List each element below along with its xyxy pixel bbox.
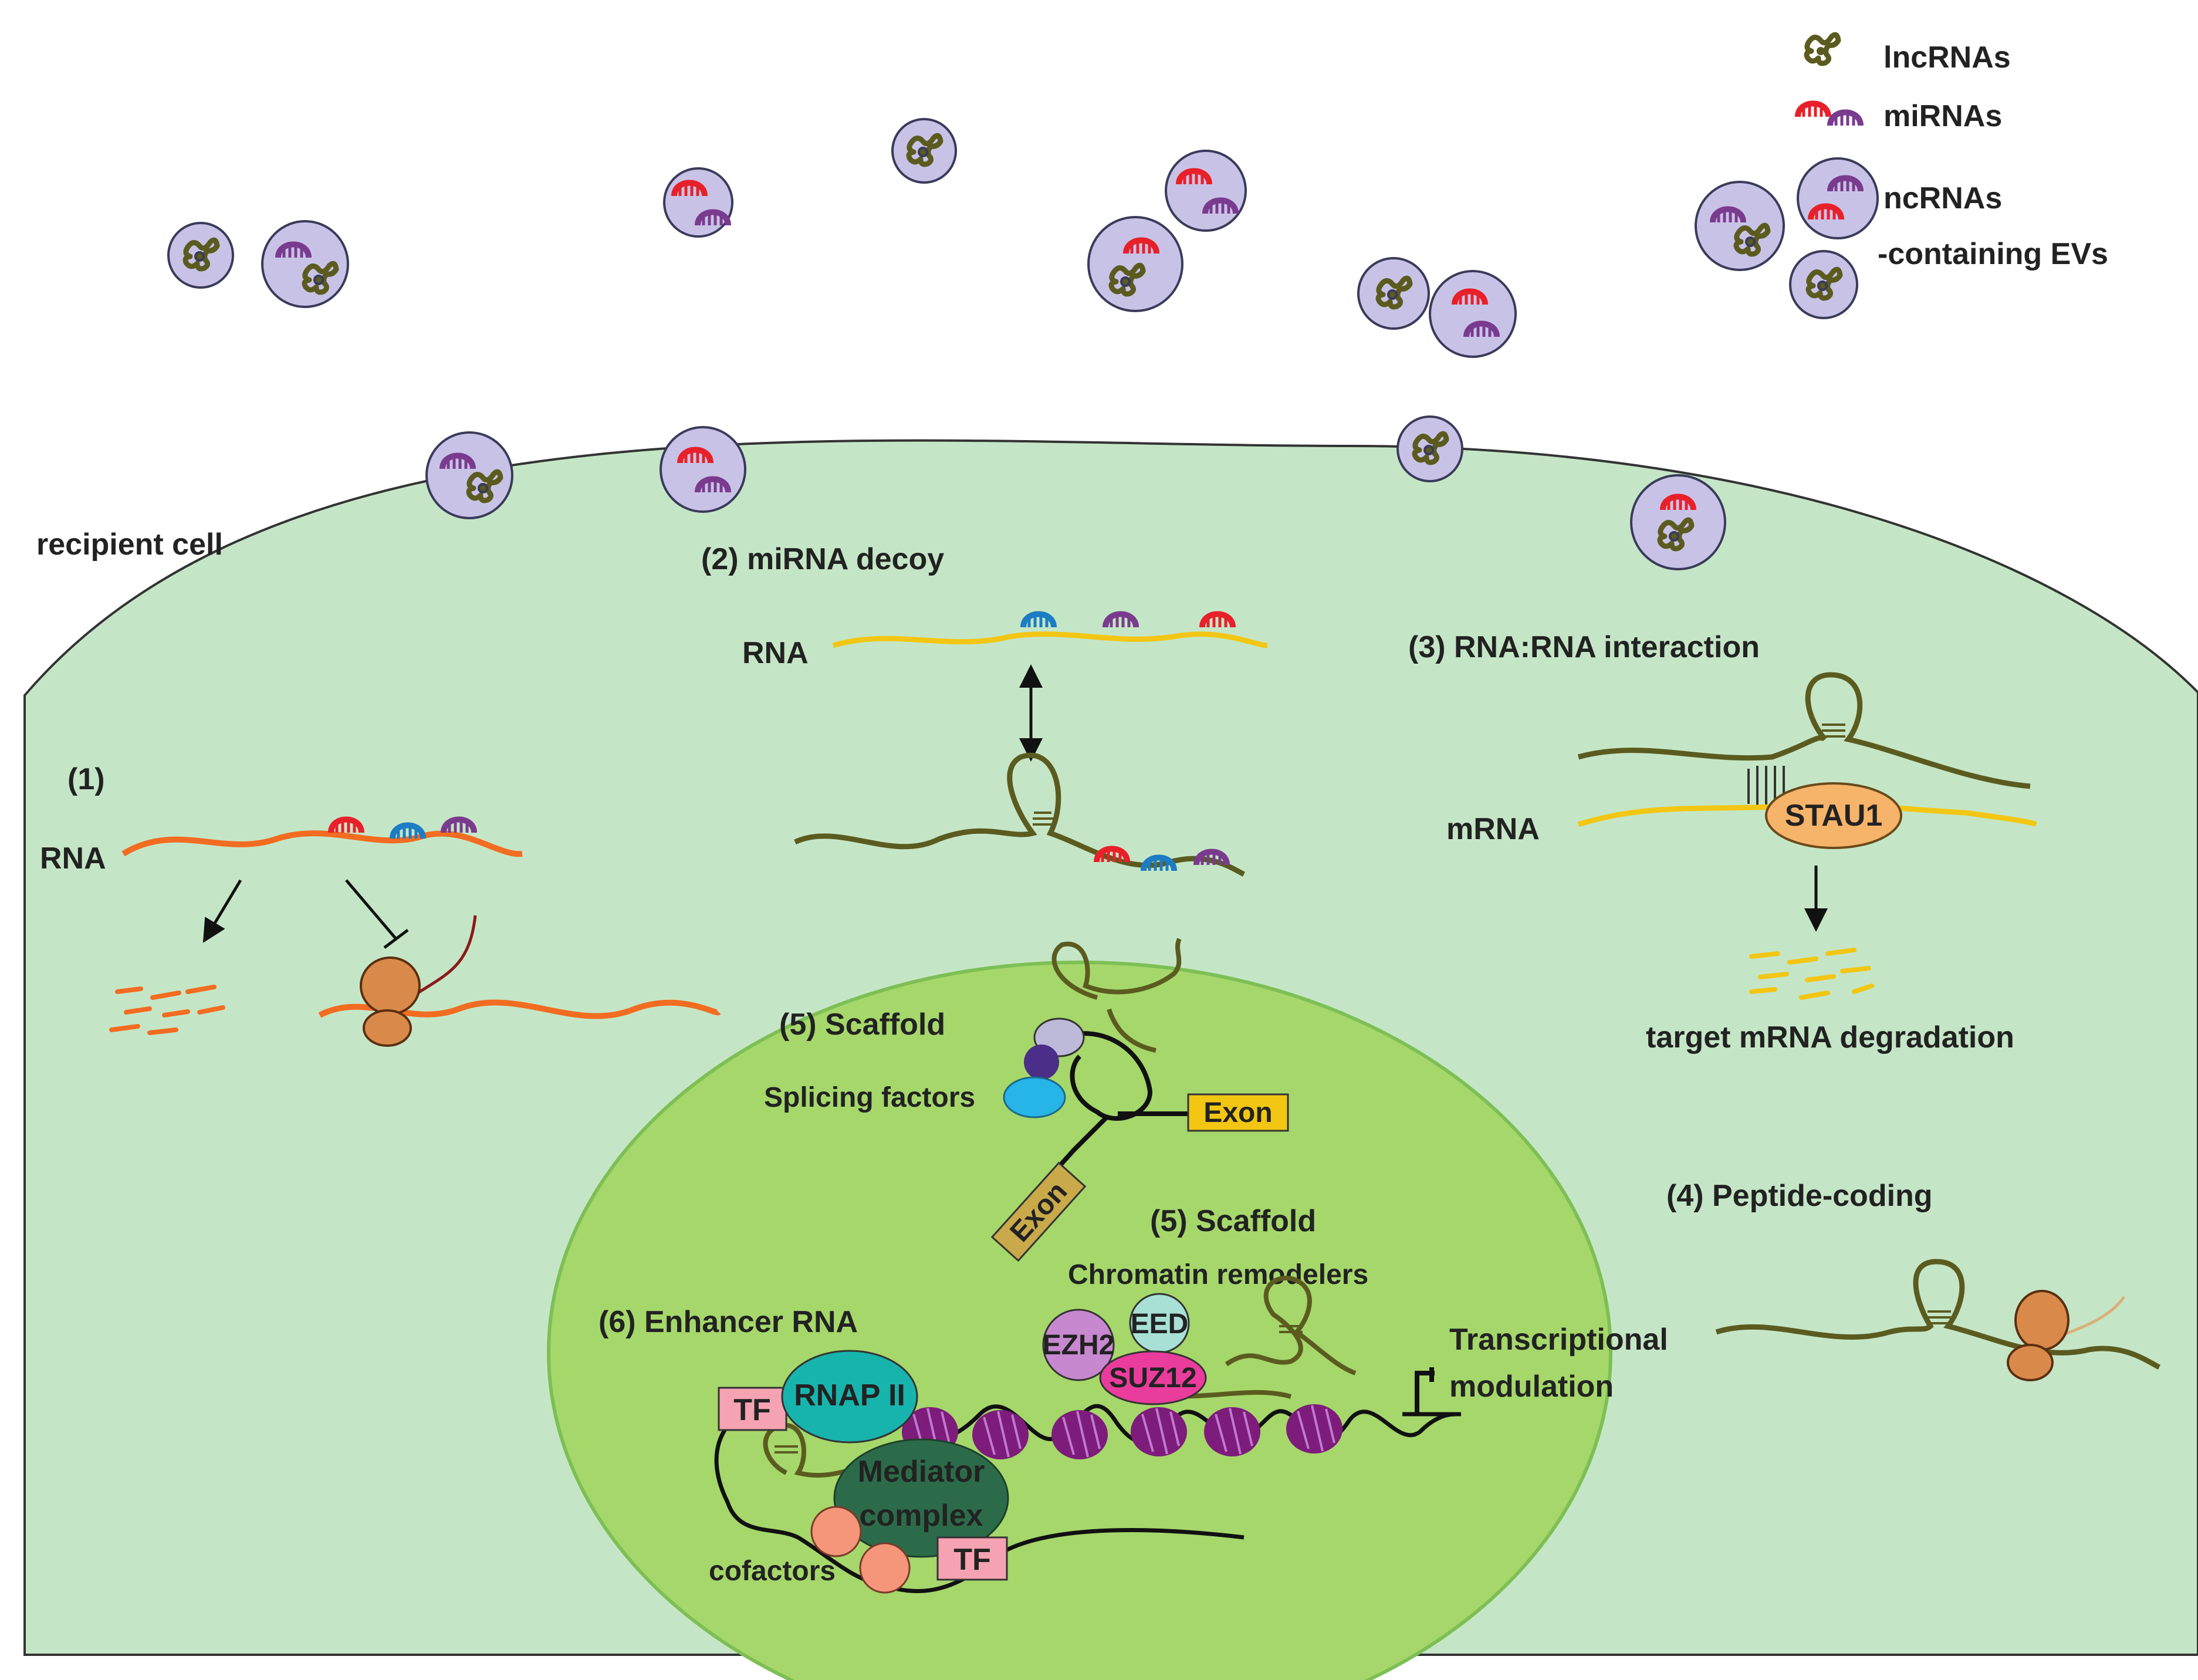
tf-label-2: TF [953, 1543, 991, 1577]
nucleosome-icon [971, 1409, 1030, 1461]
chromatin-remodelers-label: Chromatin remodelers [1068, 1259, 1368, 1290]
ev-vesicle-icon [891, 118, 957, 184]
nucleosome-icon [1285, 1403, 1344, 1455]
ev-vesicle-icon [1165, 150, 1247, 232]
legend-lncrnas: lncRNAs [1883, 40, 2011, 75]
modulation-label: modulation [1449, 1370, 1614, 1404]
degradation-label: target mRNA degradation [1646, 1020, 2014, 1054]
ezh2-protein [1042, 1309, 1115, 1381]
recipient-cell-label: recipient cell [36, 528, 223, 562]
ev-vesicle-icon [1630, 474, 1726, 570]
tf-label-1: TF [733, 1393, 771, 1427]
legend-ev-line1: ncRNAs [1883, 181, 2002, 215]
p1-rna-label: RNA [40, 841, 106, 876]
tf-box-1 [718, 1387, 787, 1431]
p5a-title: (5) Scaffold [779, 1008, 945, 1042]
cofactors-label: cofactors [709, 1556, 836, 1587]
cofactor-1 [810, 1506, 862, 1557]
p3-title: (3) RNA:RNA interaction [1408, 630, 1760, 664]
ribosome-icon [360, 956, 421, 1047]
p4-title: (4) Peptide-coding [1666, 1179, 1933, 1213]
degraded-mrna-fragments [1749, 948, 1874, 1000]
nucleosome-icon [1130, 1406, 1188, 1458]
panel-6-enhancer: (6) Enhancer RNA TF RNAP II Mediator com… [598, 1305, 1245, 1594]
nucleosome-icon [1050, 1409, 1109, 1461]
exon-label-1: Exon [1203, 1097, 1272, 1128]
splicing-factor-blue [1003, 1076, 1066, 1118]
ev-vesicle-icon [1789, 250, 1858, 319]
legend: lncRNAs miRNAs ncRNAs -containing EVs [1798, 35, 2108, 271]
mediator-complex [833, 1438, 1009, 1558]
rnap-ii [781, 1350, 918, 1444]
panel-5-chromatin: (5) Scaffold Chromatin remodelers Transc… [896, 1204, 1668, 1461]
p1-rna-strand [121, 830, 523, 857]
ev-vesicle-icon [1429, 270, 1517, 358]
degraded-rna-fragments [109, 985, 225, 1035]
p2-title: (2) miRNA decoy [701, 542, 944, 576]
legend-ev-line2: -containing EVs [1878, 237, 2108, 271]
nucleosome-icon [1203, 1406, 1262, 1458]
tf-box-2 [936, 1536, 1008, 1581]
ev-vesicle-icon [1357, 257, 1430, 330]
rnap-label: RNAP II [794, 1378, 905, 1412]
panel-1: (1) RNA [40, 762, 721, 1047]
ev-vesicle-icon [1396, 415, 1463, 482]
extracellular-vesicles [167, 118, 1879, 570]
ev-vesicle-icon [1797, 157, 1879, 239]
mirna-icon [1798, 104, 1861, 126]
cofactor-2 [859, 1542, 911, 1594]
eed-label: EED [1131, 1309, 1189, 1340]
lncrna-icon [1807, 35, 1838, 63]
ev-vesicle-icon [663, 167, 733, 238]
p2-rna-label: RNA [742, 636, 809, 670]
splicing-factor-purple [1024, 1044, 1059, 1080]
mediator-label-1: Mediator [858, 1455, 985, 1489]
p1-number: (1) [67, 762, 105, 796]
ezh2-label: EZH2 [1043, 1330, 1115, 1361]
legend-mirnas: miRNAs [1883, 99, 2002, 133]
ribosome-icon [2007, 1290, 2069, 1381]
ev-vesicle-icon [167, 222, 234, 289]
ev-vesicle-icon [1087, 216, 1183, 312]
p6-title: (6) Enhancer RNA [598, 1305, 858, 1339]
panel-2: (2) miRNA decoy RNA [701, 542, 1268, 877]
p5b-title: (5) Scaffold [1150, 1204, 1316, 1238]
splicing-factors-label: Splicing factors [764, 1082, 975, 1113]
ev-vesicle-icon [261, 220, 349, 308]
suz12-protein [1099, 1350, 1207, 1405]
panel-4: (4) Peptide-coding [1666, 1179, 2161, 1381]
ev-vesicle-icon [1695, 181, 1785, 271]
p3-mrna-label: mRNA [1446, 812, 1540, 846]
ev-vesicle-icon [660, 426, 746, 513]
ev-vesicle-icon [425, 431, 513, 519]
mediator-label-2: complex [860, 1499, 983, 1533]
panel-3: (3) RNA:RNA interaction mRNA STAU1 targe… [1408, 630, 2038, 1054]
dna-strand [896, 1404, 1456, 1445]
stau1-label: STAU1 [1785, 799, 1883, 833]
suz12-label: SUZ12 [1109, 1363, 1196, 1394]
transcriptional-label: Transcriptional [1449, 1323, 1668, 1357]
stau1-protein [1765, 782, 1902, 849]
transcription-start-icon [1415, 1367, 1435, 1414]
exon-box-1 [1187, 1093, 1289, 1132]
